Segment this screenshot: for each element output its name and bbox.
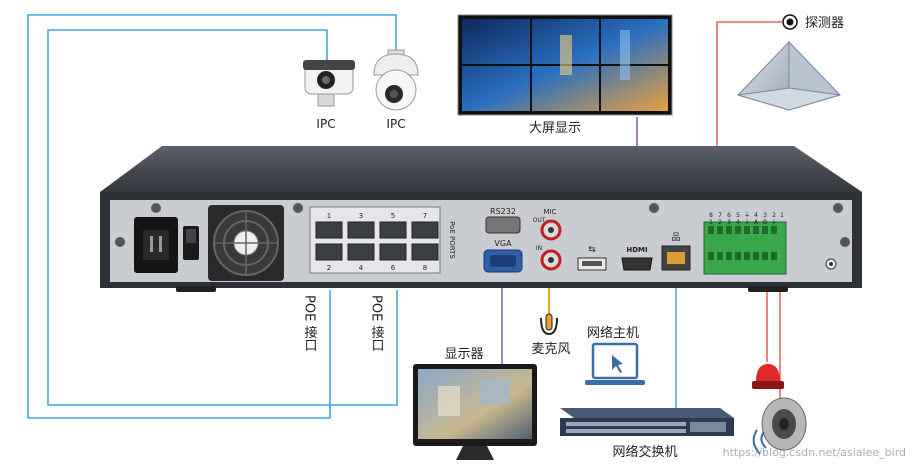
svg-text:⇆: ⇆ [588, 245, 596, 255]
network-switch-icon [560, 408, 734, 436]
poe-left-label: POE 接口 [302, 295, 318, 352]
monitor-icon [413, 364, 537, 460]
alarm-bottom-label: 2 [718, 219, 722, 226]
audio-out-jack-icon [540, 219, 562, 241]
network-switch-label: 网络交换机 [612, 444, 677, 460]
port-label: 3 [359, 212, 363, 220]
port-label: 8 [423, 264, 427, 272]
mic-in-label: IN [536, 245, 542, 252]
alarm-top-label: 7 [718, 212, 722, 219]
poe-cable-inner [47, 29, 398, 406]
alarm-bottom-label: 1 [709, 219, 713, 226]
speaker-icon [752, 397, 807, 455]
power-socket-icon [134, 217, 178, 273]
vga-label: VGA [494, 239, 512, 248]
detector-label: 探测器 [805, 16, 844, 31]
alarm-bottom-label: ⏚ [771, 219, 777, 226]
mic-out-label: OUT [533, 217, 546, 224]
alarm-terminal-block [703, 221, 787, 275]
ground-screw-icon [825, 258, 837, 270]
fan-icon [208, 205, 284, 281]
alarm-top-label: 3 [763, 212, 767, 219]
alarm-bottom-label: 3 [727, 219, 731, 226]
rs232-port-icon [485, 216, 521, 234]
laptop-icon [585, 342, 645, 385]
poe-ports-panel-label: PoE PORTS [448, 221, 456, 259]
poe-cable-outer [27, 14, 397, 419]
alarm-top-label: 5 [736, 212, 740, 219]
port-label: 4 [359, 264, 364, 272]
bullet-camera-icon [303, 60, 355, 107]
monitor-label: 显示器 [444, 347, 483, 362]
microphone-icon [540, 313, 558, 336]
rs232-label: RS232 [490, 207, 516, 216]
port-label: 2 [327, 264, 331, 272]
port-label: 5 [391, 212, 395, 220]
poe-cables [27, 14, 398, 419]
alarm-bottom-label: B [763, 219, 767, 226]
usb-port-icon: ⇆ [577, 245, 607, 271]
poe-right-label: POE 接口 [369, 295, 385, 352]
alarm-top-label: 6 [727, 212, 731, 219]
port-label: 7 [423, 212, 427, 220]
alarm-top-label: 4 [754, 212, 758, 219]
detector-icon [737, 40, 841, 111]
hdmi-port-icon: HDMI [621, 246, 653, 271]
port-label: 6 [391, 264, 396, 272]
alarm-bottom-label: A [754, 219, 759, 226]
watermark: https://blog.csdn.net/asialee_bird [723, 446, 906, 459]
svg-text:品: 品 [671, 232, 680, 243]
dome-camera-icon [373, 49, 419, 111]
power-switch-icon [183, 226, 199, 260]
big-screen-label: 大屏显示 [529, 121, 581, 136]
poe-port-block: 1 3 5 7 2 4 6 8 [309, 206, 441, 274]
alarm-light-icon [752, 364, 784, 389]
mic-label: MIC [544, 208, 557, 216]
alarm-bottom-label: 4 [736, 219, 740, 226]
network-host-label: 网络主机 [587, 325, 639, 341]
audio-in-jack-icon [540, 249, 562, 271]
microphone-label: 麦克风 [531, 342, 570, 357]
alarm-top-label: 8 [709, 212, 713, 219]
alarm-top-label: 1 [780, 212, 784, 219]
alarm-top-label: ⏚ [744, 212, 750, 219]
ipc-left-label: IPC [316, 117, 335, 131]
alarm-bottom-label: ⏚ [744, 219, 750, 226]
alarm-top-label: 2 [772, 212, 776, 219]
detector-dot-icon [782, 14, 798, 30]
video-wall-icon [457, 14, 673, 116]
vga-port-icon [483, 249, 523, 273]
port-label: 1 [327, 212, 331, 220]
hdmi-label: HDMI [626, 246, 647, 254]
lan-port-icon: 品 [661, 232, 691, 271]
ipc-right-label: IPC [386, 117, 405, 131]
